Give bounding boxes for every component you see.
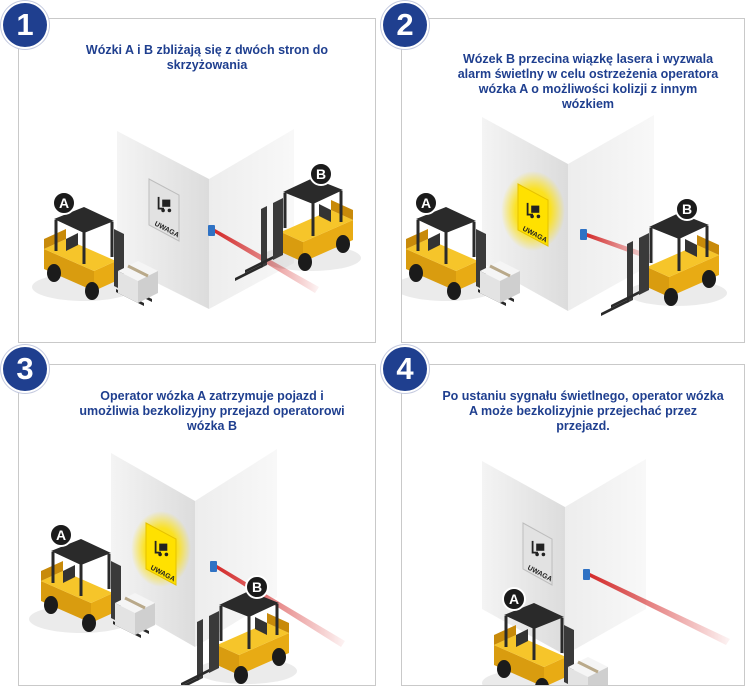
forklift-b-label: B bbox=[316, 166, 326, 182]
step-4-scene: UWAGA A bbox=[402, 365, 745, 686]
step-4-panel: Po ustaniu sygnału świetlnego, operator … bbox=[401, 364, 745, 686]
forklift-b-label: B bbox=[252, 579, 262, 595]
forklift-a-label: A bbox=[59, 195, 69, 211]
step-1-panel: Wózki A i B zbliżają się z dwóch stron d… bbox=[18, 18, 376, 343]
laser-sensor-icon bbox=[208, 225, 215, 236]
step-2-panel: Wózek B przecina wiązkę lasera i wyzwala… bbox=[401, 18, 745, 343]
wall-right bbox=[195, 449, 277, 647]
forklift-a-label: A bbox=[56, 527, 66, 543]
laser-sensor-icon bbox=[580, 229, 587, 240]
wall-right bbox=[565, 459, 646, 655]
step-2-badge: 2 bbox=[383, 3, 427, 47]
laser-sensor-icon bbox=[210, 561, 217, 572]
warning-sign-lit: UWAGA bbox=[501, 171, 565, 251]
step-2-scene: UWAGA A B bbox=[402, 19, 745, 343]
step-3-scene: UWAGA A B bbox=[19, 365, 376, 686]
laser-sensor-icon bbox=[583, 569, 590, 580]
step-4-badge: 4 bbox=[383, 347, 427, 391]
step-1-scene: UWAGA A B bbox=[19, 19, 376, 343]
step-1-badge: 1 bbox=[3, 3, 47, 47]
forklift-a-label: A bbox=[509, 591, 519, 607]
step-3-badge: 3 bbox=[3, 347, 47, 391]
step-3-panel: Operator wózka A zatrzymuje pojazd i umo… bbox=[18, 364, 376, 686]
forklift-a-label: A bbox=[421, 195, 431, 211]
forklift-b-label: B bbox=[682, 201, 692, 217]
warning-sign-lit: UWAGA bbox=[131, 511, 191, 587]
